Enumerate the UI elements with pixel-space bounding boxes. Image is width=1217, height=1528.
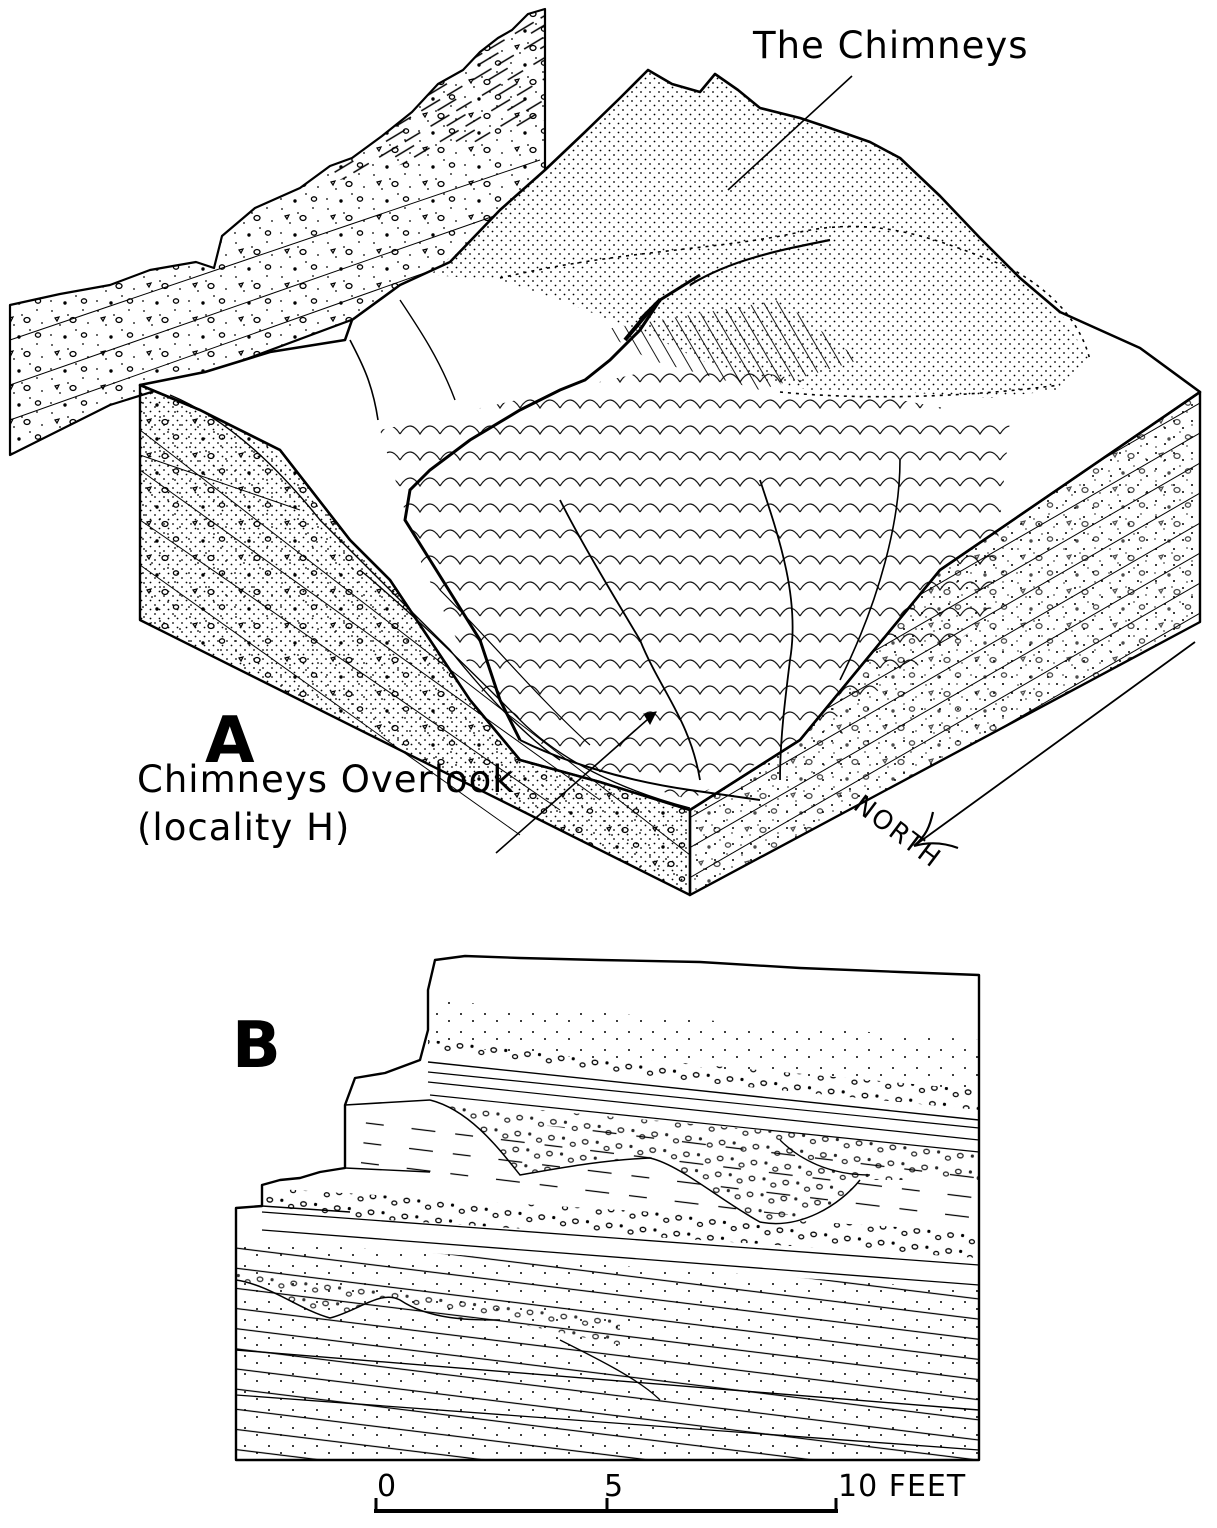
panel-b-label: B: [232, 1009, 281, 1083]
overlook-label-line1: Chimneys Overlook: [137, 758, 515, 801]
scale-label-0: 0: [377, 1469, 397, 1504]
scale-bar: 0 5 10 FEET: [374, 1469, 966, 1512]
chimneys-label: The Chimneys: [752, 24, 1029, 67]
overlook-label-line2: (locality H): [137, 806, 350, 849]
figure-b-outcrop-sketch: B: [232, 956, 979, 1460]
scale-label-10-feet: 10 FEET: [838, 1469, 966, 1504]
figure-a-block-diagram: A The Chimneys Chimneys Overlook (locali…: [10, 9, 1200, 895]
scale-label-5: 5: [604, 1469, 624, 1504]
